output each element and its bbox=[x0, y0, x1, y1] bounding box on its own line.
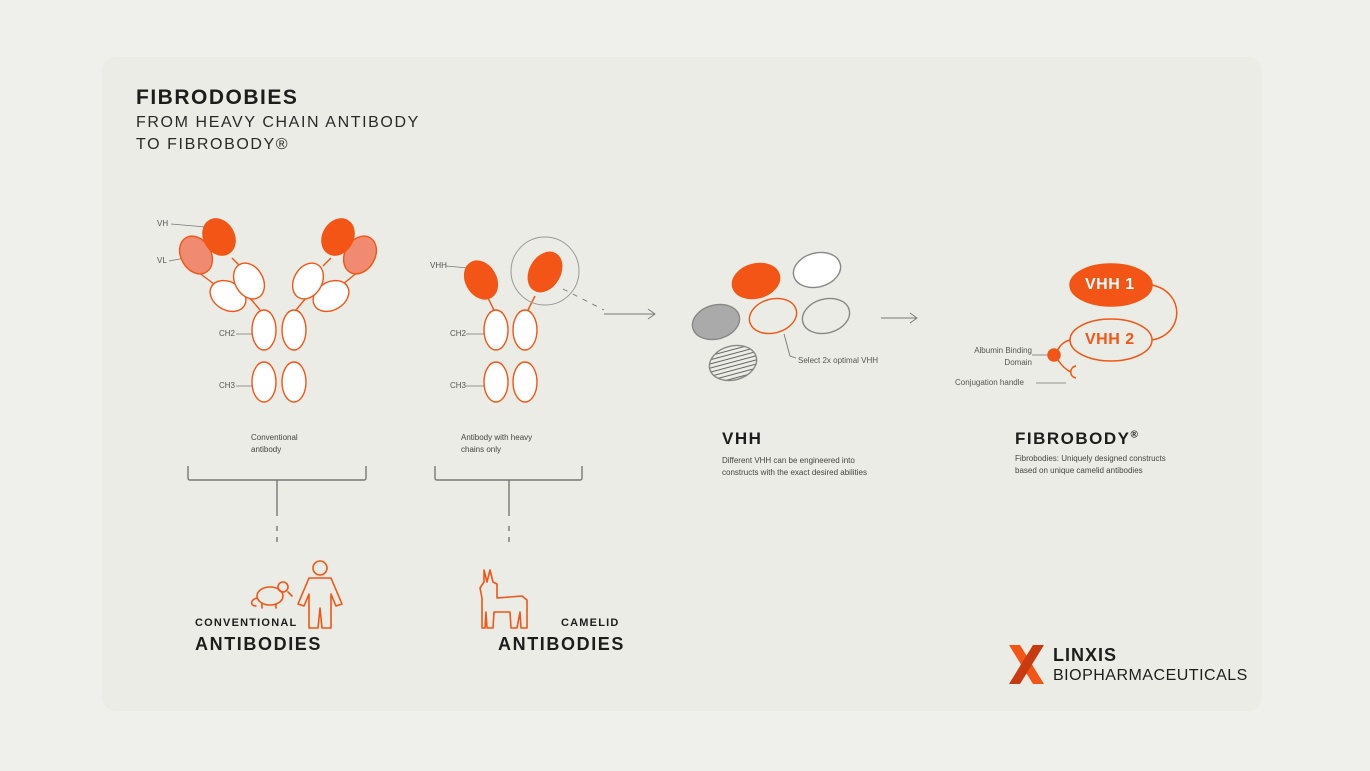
fibrobody-heading: FIBROBODY® bbox=[1015, 429, 1139, 449]
vh-domain-left bbox=[202, 218, 236, 256]
human-icon bbox=[297, 560, 343, 629]
ch2-domain-left bbox=[483, 309, 509, 351]
label-vh: VH bbox=[157, 219, 169, 228]
label-ch3: CH3 bbox=[450, 381, 467, 390]
connector bbox=[295, 297, 307, 311]
vhh-selected-1 bbox=[731, 262, 781, 300]
vhh-candidate bbox=[801, 297, 851, 335]
arrow-right-icon bbox=[647, 308, 656, 320]
caption-line: chains only bbox=[461, 445, 502, 454]
llama-icon bbox=[479, 569, 528, 629]
group-label-conventional-small: CONVENTIONAL bbox=[195, 617, 298, 629]
vhh-selection-diagram bbox=[691, 251, 918, 382]
linxis-logo-icon bbox=[1009, 645, 1044, 684]
brackets bbox=[187, 466, 583, 542]
heavy-chain-antibody-caption: Antibody with heavy chains only bbox=[461, 432, 532, 456]
ch2-domain-right bbox=[281, 309, 307, 351]
vhh1-label: VHH 1 bbox=[1085, 276, 1135, 293]
heavy-chain-antibody-diagram bbox=[445, 236, 656, 403]
vhh-heading: VHH bbox=[722, 429, 763, 448]
ch2-domain-right bbox=[512, 309, 538, 351]
subtitle-line: TO FIBROBODY® bbox=[136, 136, 290, 153]
connector bbox=[322, 257, 332, 267]
vh-leader-line bbox=[170, 223, 207, 228]
vhh-selected-2 bbox=[748, 297, 798, 335]
vhh-leader-line bbox=[445, 265, 469, 269]
vhh-highlight-circle bbox=[510, 236, 580, 306]
vhh-candidate-hatched bbox=[708, 344, 758, 382]
label-line: Domain bbox=[1004, 358, 1032, 367]
ch1-domain-right bbox=[291, 262, 325, 300]
bracket-heavy-chain bbox=[434, 466, 583, 481]
ch2-domain-left bbox=[251, 309, 277, 351]
vhh-domain-left bbox=[463, 260, 499, 300]
label-line: Albumin Binding bbox=[974, 346, 1032, 355]
ch3-domain-left bbox=[251, 361, 277, 403]
label-ch3: CH3 bbox=[219, 381, 236, 390]
conventional-antibody-caption: Conventional antibody bbox=[251, 432, 298, 456]
vhh-candidate bbox=[691, 303, 741, 341]
vh-domain-right bbox=[321, 218, 355, 256]
group-label-camelid-small: CAMELID bbox=[561, 617, 620, 629]
caption-line: antibody bbox=[251, 445, 282, 454]
conjugation-handle-label: Conjugation handle bbox=[955, 378, 1024, 387]
mouse-icon bbox=[250, 581, 293, 609]
subtitle-line: FROM HEAVY CHAIN ANTIBODY bbox=[136, 114, 420, 131]
connector bbox=[487, 297, 495, 311]
ch1-domain-left bbox=[232, 262, 266, 300]
logo-subtitle: BIOPHARMACEUTICALS bbox=[1053, 667, 1248, 684]
description-line: Different VHH can be engineered into bbox=[722, 456, 855, 465]
caption-line: Conventional bbox=[251, 433, 298, 442]
ch3-domain-right bbox=[512, 361, 538, 403]
vhh-domain-right bbox=[527, 251, 563, 293]
ch3-domain-right bbox=[281, 361, 307, 403]
fibrobody-heading-text: FIBROBODY bbox=[1015, 429, 1131, 448]
linker bbox=[1057, 359, 1072, 373]
label-ch2: CH2 bbox=[219, 329, 236, 338]
vhh2-label: VHH 2 bbox=[1085, 331, 1135, 348]
connector bbox=[527, 295, 536, 311]
conjugation-handle-icon bbox=[1070, 365, 1077, 379]
label-ch2: CH2 bbox=[450, 329, 467, 338]
albumin-binding-domain bbox=[1047, 348, 1061, 362]
label-vhh: VHH bbox=[430, 261, 447, 270]
caption-line: Antibody with heavy bbox=[461, 433, 533, 442]
vhh-description: Different VHH can be engineered into con… bbox=[722, 455, 867, 479]
conventional-antibody-diagram bbox=[168, 218, 378, 403]
cl-domain-right bbox=[312, 279, 350, 313]
ch3-domain-left bbox=[483, 361, 509, 403]
dashed-connector bbox=[562, 288, 605, 311]
label-vl: VL bbox=[157, 256, 167, 265]
description-line: Fibrobodies: Uniquely designed construct… bbox=[1015, 454, 1166, 463]
fibrobody-construct-diagram bbox=[1032, 263, 1178, 384]
select-pointer-line bbox=[783, 333, 797, 359]
group-label-conventional-large: ANTIBODIES bbox=[195, 634, 323, 654]
description-line: based on unique camelid antibodies bbox=[1015, 466, 1143, 475]
arrow-right-icon bbox=[909, 312, 918, 324]
group-label-camelid-large: ANTIBODIES bbox=[498, 634, 626, 654]
connector bbox=[249, 297, 261, 311]
linker bbox=[1151, 284, 1178, 341]
registered-mark: ® bbox=[1130, 429, 1140, 441]
fibrobody-description: Fibrobodies: Uniquely designed construct… bbox=[1015, 453, 1166, 477]
description-line: constructs with the exact desired abilit… bbox=[722, 468, 867, 477]
page-title: FIBRODOBIES bbox=[136, 86, 299, 109]
select-vhh-label: Select 2x optimal VHH bbox=[798, 356, 879, 365]
page-subtitle: FROM HEAVY CHAIN ANTIBODY TO FIBROBODY® bbox=[136, 112, 420, 156]
albumin-binding-label: Albumin Binding Domain bbox=[966, 345, 1032, 369]
bracket-conventional bbox=[187, 466, 367, 481]
vhh-candidate bbox=[792, 251, 842, 289]
logo-name: LINXIS bbox=[1053, 645, 1118, 665]
